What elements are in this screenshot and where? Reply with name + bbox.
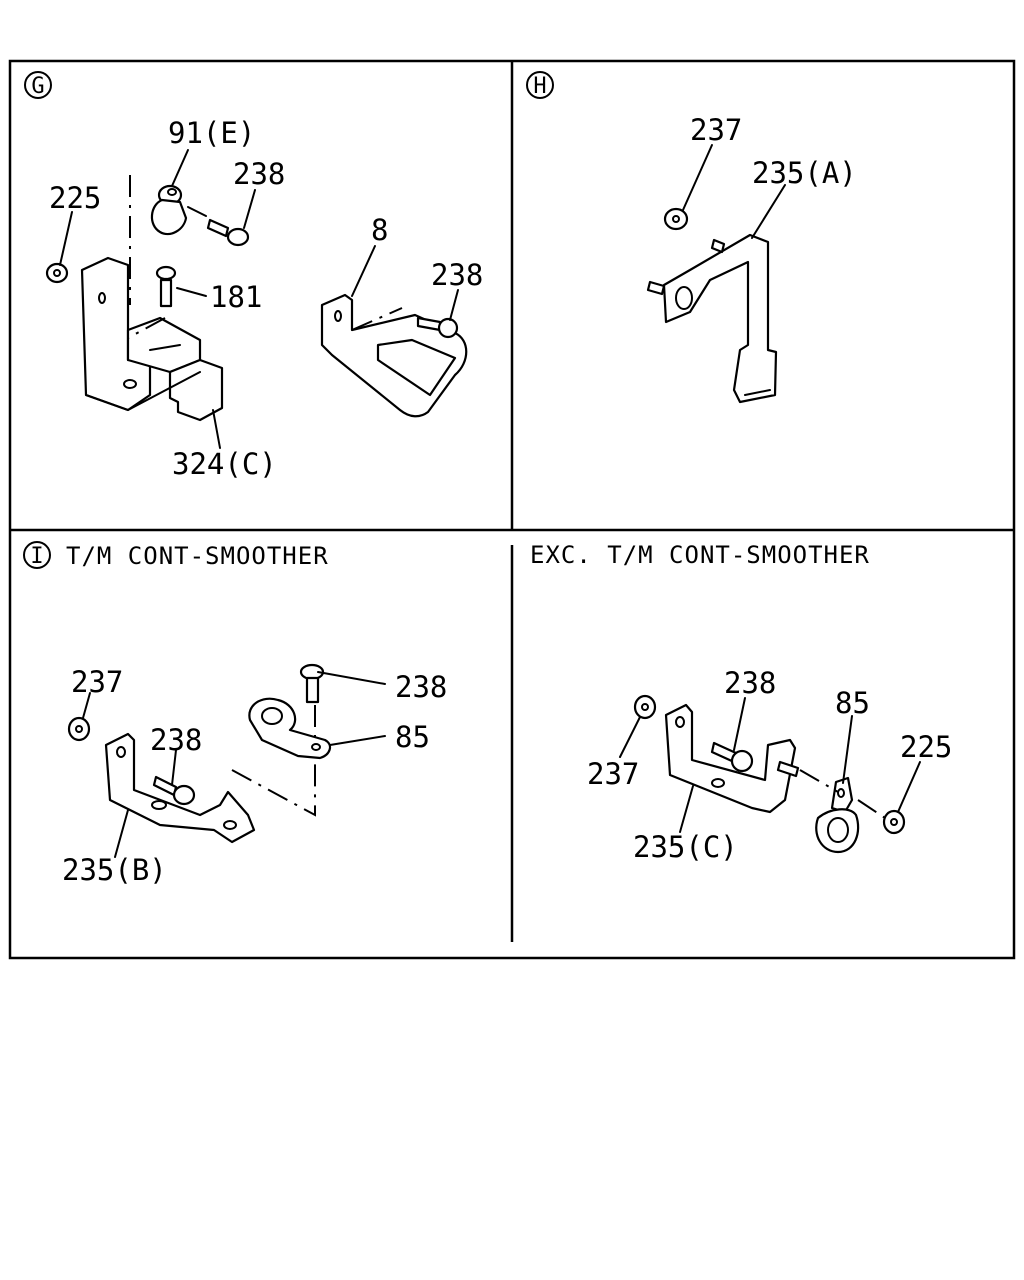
bolt-238-exc-drawing (710, 741, 754, 773)
nut-225-exc-drawing (882, 809, 906, 835)
nut-237-i-drawing (67, 716, 91, 742)
panel-h-letter: H (533, 74, 546, 99)
bracket-235a-drawing (646, 233, 778, 404)
label-324c: 324(C) (172, 447, 277, 481)
label-238-exc: 238 (724, 666, 776, 700)
panel-h-marker: H (526, 71, 554, 99)
bracket-235c-drawing (664, 703, 797, 814)
label-237-i: 237 (71, 665, 123, 699)
label-238-top: 238 (233, 157, 285, 191)
label-235c: 235(C) (633, 830, 738, 864)
label-91e: 91(E) (168, 116, 255, 150)
label-238-i-top: 238 (395, 670, 447, 704)
label-238-right: 238 (431, 258, 483, 292)
label-225: 225 (49, 181, 101, 215)
panel-g: G (24, 71, 483, 481)
bolt-238b-drawing (416, 316, 459, 339)
panel-exc: EXC. T/M CONT-SMOOTHER (530, 541, 952, 864)
nut-237-drawing (663, 207, 689, 231)
nut-237-exc-drawing (633, 694, 657, 720)
label-235a: 235(A) (752, 156, 857, 190)
clip-91e-drawing (150, 184, 188, 236)
label-237-exc: 237 (587, 757, 639, 791)
panel-h: H 237 235(A) (526, 71, 857, 404)
clamp-85-drawing (248, 697, 332, 760)
label-181: 181 (210, 280, 262, 314)
label-237: 237 (690, 113, 742, 147)
label-225-exc: 225 (900, 730, 952, 764)
panel-g-letter: G (31, 74, 44, 99)
nut-225-drawing (45, 262, 69, 284)
label-85-i: 85 (395, 720, 430, 754)
panel-g-marker: G (24, 71, 52, 99)
clamp-85-exc-drawing (815, 776, 860, 854)
label-8: 8 (371, 213, 388, 247)
bracket-235b-drawing (104, 732, 256, 844)
label-85-exc: 85 (835, 686, 870, 720)
panel-exc-heading: EXC. T/M CONT-SMOOTHER (530, 541, 870, 569)
label-235b: 235(B) (62, 853, 167, 887)
label-238-i: 238 (150, 723, 202, 757)
panel-i: I T/M CONT-SMOOTHER (23, 541, 447, 887)
bolt-238-i-top-drawing (299, 663, 325, 704)
panel-grid (8, 59, 1016, 960)
bracket-8-drawing (320, 293, 468, 418)
bolt-181-drawing (155, 265, 177, 308)
bolt-238-i-drawing (152, 775, 196, 806)
panel-i-letter: I (30, 544, 43, 569)
panel-i-heading: T/M CONT-SMOOTHER (66, 542, 329, 570)
panel-i-marker: I (23, 541, 51, 569)
bracket-324c-drawing (80, 256, 224, 422)
bolt-238-drawing (206, 218, 250, 247)
